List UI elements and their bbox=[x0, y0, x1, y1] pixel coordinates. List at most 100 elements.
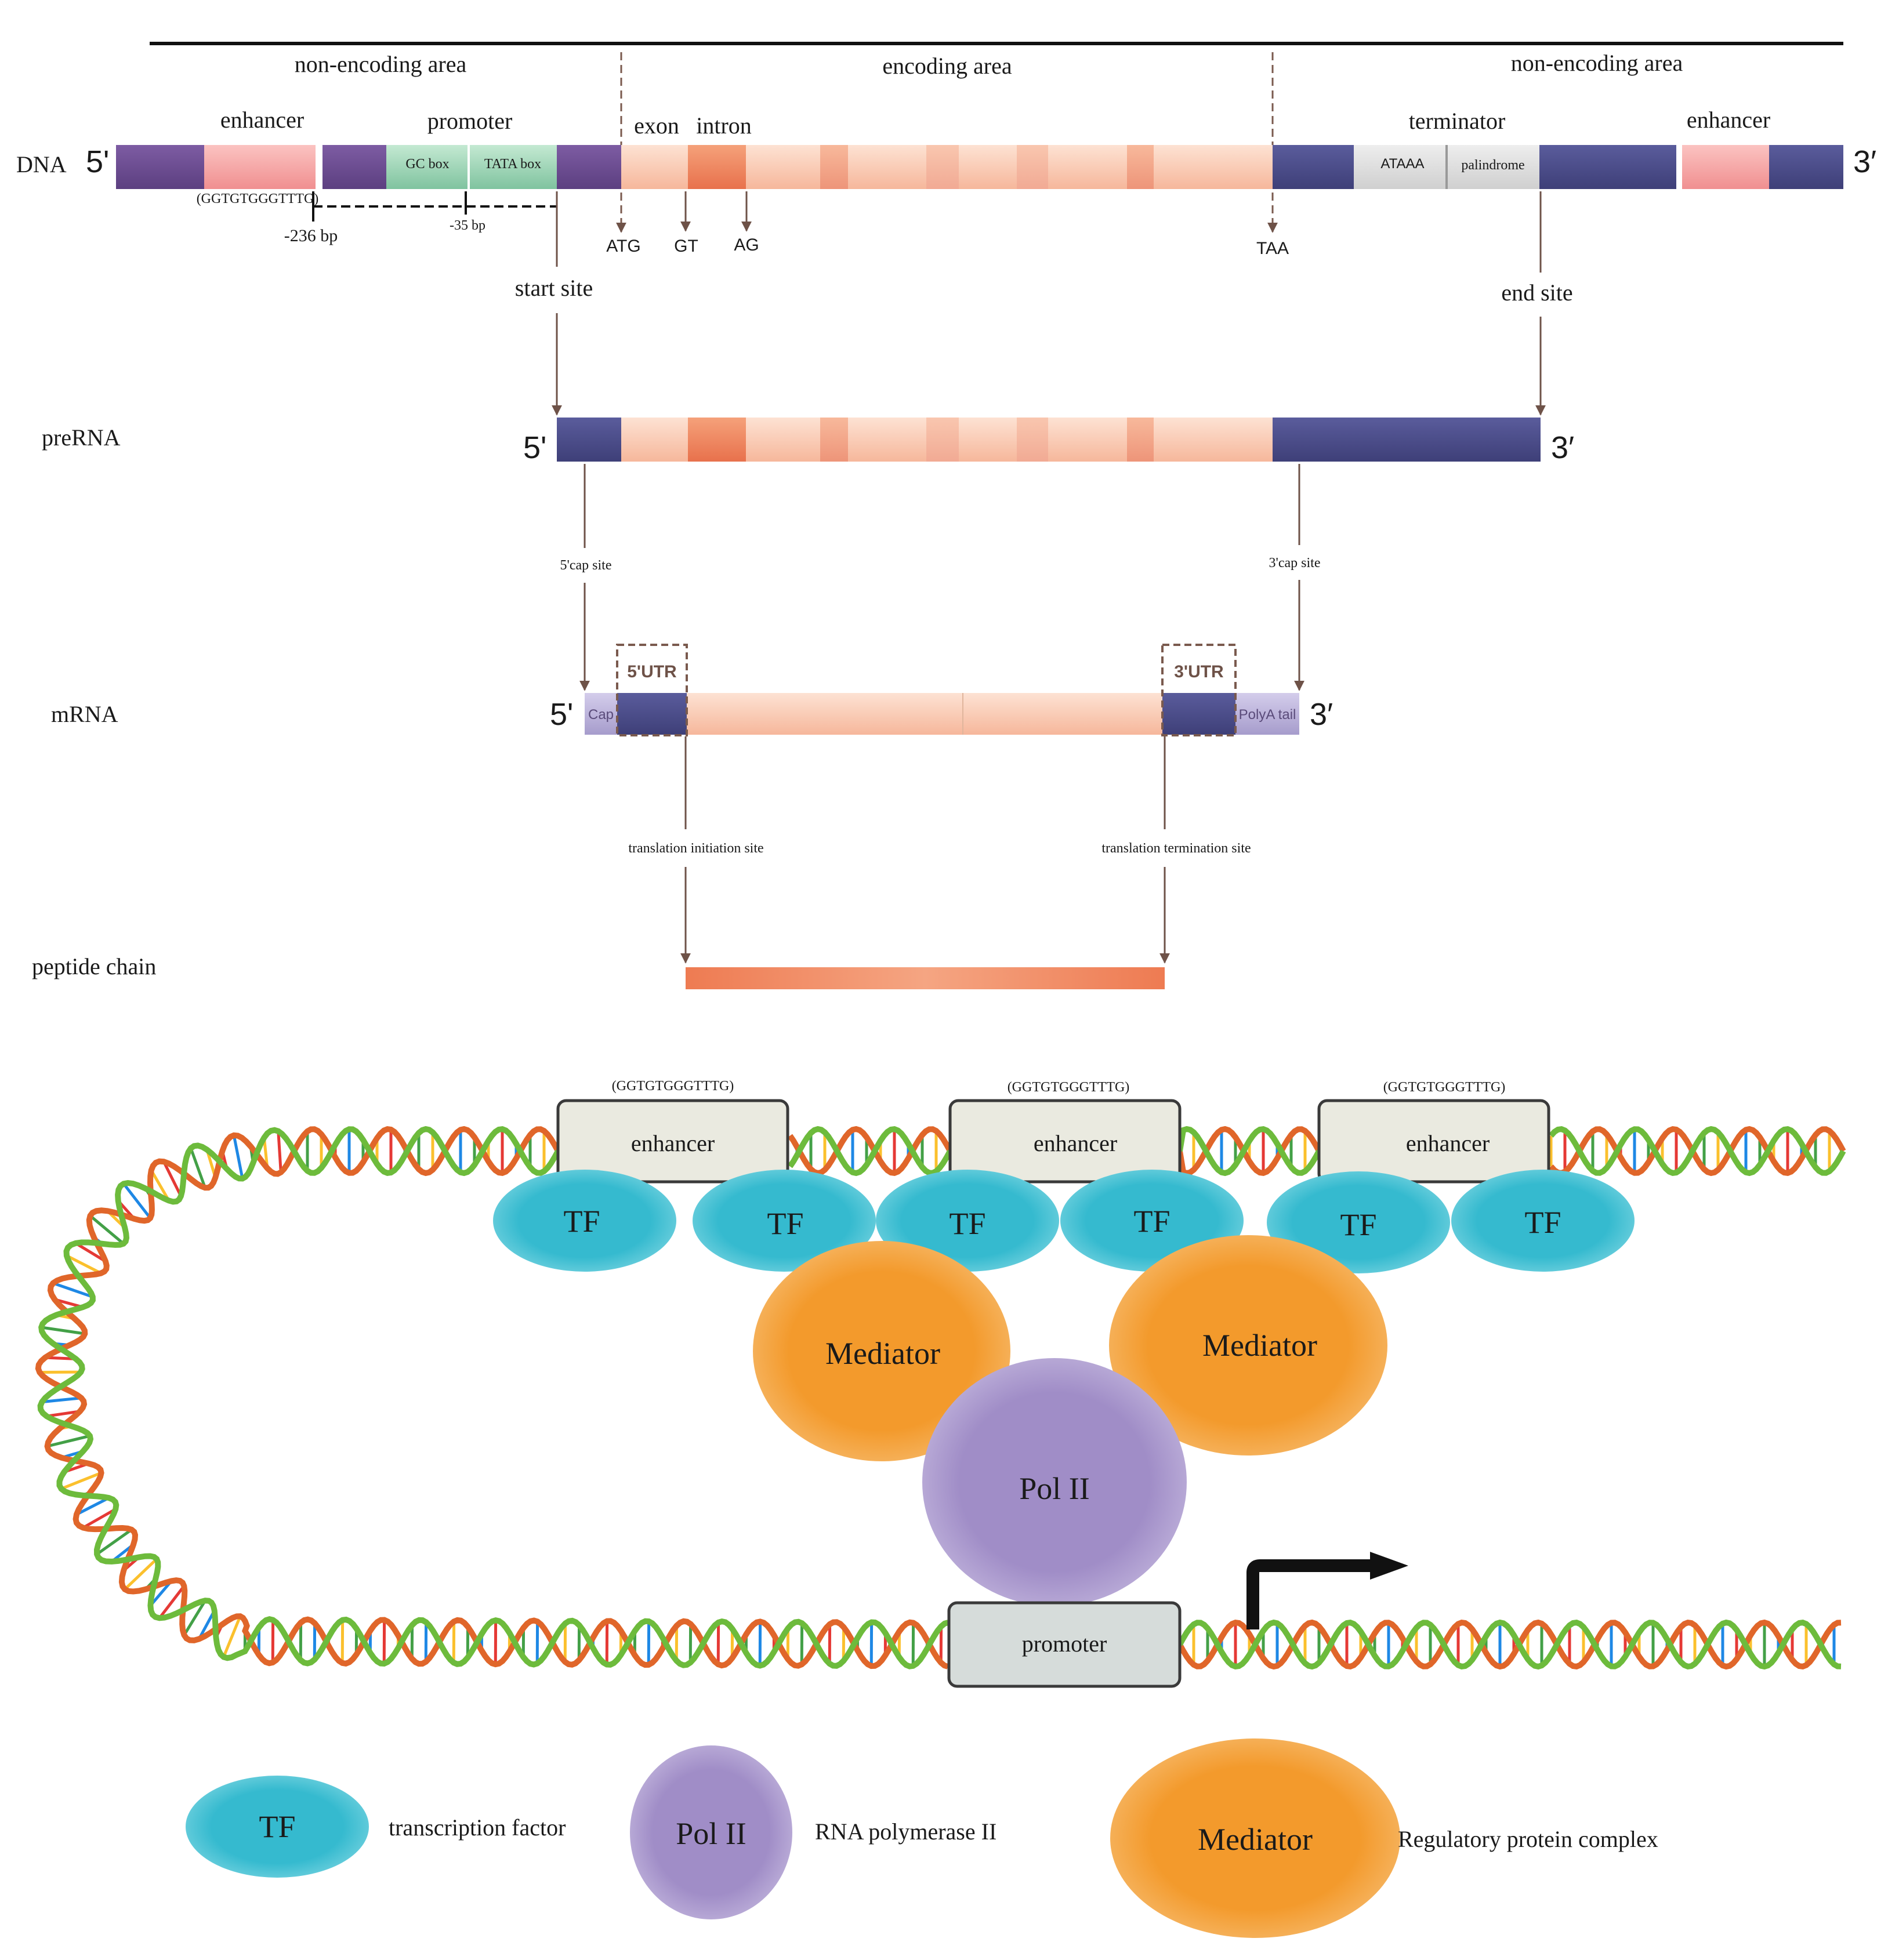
helix-backbone bbox=[787, 1126, 953, 1177]
legend-pol-desc: RNA polymerase II bbox=[815, 1819, 996, 1845]
helix-base-pair bbox=[198, 1610, 216, 1640]
helix-backbone bbox=[1177, 1126, 1322, 1177]
enhancer-box-label-3: enhancer bbox=[1406, 1130, 1490, 1156]
dna-row-label: DNA bbox=[16, 151, 67, 177]
atg-label: ATG bbox=[606, 237, 640, 256]
helix-backbone bbox=[1177, 1126, 1322, 1177]
gt-label: GT bbox=[674, 237, 698, 256]
helix-backbone bbox=[1549, 1126, 1846, 1177]
prerna-strand bbox=[557, 418, 1541, 462]
helix-backbone bbox=[37, 1126, 950, 1669]
tf-2 bbox=[693, 1170, 876, 1272]
dna-five-prime: 5' bbox=[86, 144, 109, 179]
bp-236-label: -236 bp bbox=[284, 226, 338, 245]
mediator-label-left: Mediator bbox=[825, 1336, 940, 1371]
utr3-box bbox=[1161, 644, 1237, 736]
helix-base-pair bbox=[149, 1580, 173, 1607]
mediator-left bbox=[753, 1241, 1010, 1461]
legend-pol-symbol: Pol II bbox=[676, 1816, 746, 1851]
helix-backbone bbox=[1549, 1126, 1846, 1177]
tf-label-3: TF bbox=[949, 1206, 985, 1241]
mrna-three-prime: 3′ bbox=[1310, 697, 1333, 732]
ag-label: AG bbox=[734, 235, 759, 255]
enhancer-sequence-label: (GGTGTGGGTTTG) bbox=[197, 191, 319, 206]
tata-box-label: TATA box bbox=[484, 157, 541, 172]
helix-backbone bbox=[1177, 1619, 1842, 1670]
legend-tf-icon bbox=[186, 1776, 369, 1878]
tf-label-5: TF bbox=[1340, 1207, 1376, 1242]
exon-label: exon bbox=[634, 112, 679, 139]
legend-tf-symbol: TF bbox=[259, 1809, 295, 1844]
transcription-start-arrow bbox=[1246, 1559, 1375, 1629]
region-label-right: non-encoding area bbox=[1511, 50, 1683, 76]
mediator-label-right: Mediator bbox=[1202, 1328, 1317, 1363]
helix-base-pair bbox=[52, 1282, 93, 1298]
cap3-label: 3'cap site bbox=[1269, 556, 1321, 571]
helix-base-pair bbox=[162, 1161, 183, 1197]
tf-label-2: TF bbox=[767, 1206, 803, 1241]
promoter-box bbox=[947, 1601, 1182, 1688]
helix-base-pair bbox=[46, 1410, 81, 1418]
helix-base-pair bbox=[189, 1148, 206, 1189]
legend-med-icon bbox=[1110, 1738, 1400, 1938]
enhancer-seq-label-3: (GGTGTGGGTTTG) bbox=[1383, 1080, 1506, 1095]
mediator-right bbox=[1109, 1235, 1387, 1456]
intron-label: intron bbox=[696, 112, 752, 139]
terminator-label: terminator bbox=[1409, 108, 1506, 134]
utr3-label: 3'UTR bbox=[1174, 662, 1224, 681]
peptide-bar bbox=[686, 967, 1165, 989]
helix-base-pair bbox=[75, 1242, 107, 1263]
mrna-strand bbox=[585, 693, 1299, 735]
enhancer-right-label: enhancer bbox=[1687, 107, 1770, 133]
helix-base-pair bbox=[122, 1182, 151, 1219]
mrna-row-label: mRNA bbox=[51, 701, 118, 727]
cap-label: Cap bbox=[588, 707, 614, 723]
helix-backbone bbox=[35, 1126, 949, 1669]
helix-base-pair bbox=[42, 1396, 82, 1404]
enhancer-left-label: enhancer bbox=[220, 107, 304, 133]
helix-base-pair bbox=[183, 1599, 206, 1636]
helix-base-pair bbox=[96, 1528, 133, 1556]
helix-backbone bbox=[787, 1126, 953, 1177]
dna-helix bbox=[35, 1126, 1846, 1670]
enhancer-box-3 bbox=[1317, 1099, 1550, 1184]
mrna-five-prime: 5' bbox=[550, 697, 573, 732]
tf-label-1: TF bbox=[563, 1204, 600, 1239]
init-label: translation initiation site bbox=[628, 841, 763, 856]
helix-base-pair bbox=[66, 1254, 102, 1275]
enhancer-box-label-2: enhancer bbox=[1034, 1130, 1117, 1156]
tf-1 bbox=[493, 1170, 676, 1272]
tf-label-6: TF bbox=[1524, 1205, 1561, 1240]
tf-6 bbox=[1451, 1170, 1635, 1272]
helix-base-pair bbox=[75, 1496, 110, 1516]
legend-med-symbol: Mediator bbox=[1198, 1822, 1313, 1857]
pol2-body bbox=[922, 1358, 1187, 1606]
legend-pol-icon bbox=[630, 1745, 792, 1919]
dna-strand bbox=[116, 145, 1843, 189]
legend-tf-desc: transcription factor bbox=[389, 1814, 566, 1841]
legend-med-desc: Regulatory protein complex bbox=[1398, 1826, 1658, 1852]
peptide-row-label: peptide chain bbox=[32, 953, 156, 979]
enhancer-box-1 bbox=[556, 1099, 789, 1184]
helix-base-pair bbox=[277, 1131, 282, 1173]
prerna-row-label: preRNA bbox=[42, 424, 121, 451]
helix-base-pair bbox=[89, 1214, 125, 1245]
prerna-five-prime: 5' bbox=[523, 430, 546, 465]
transcription-arrowhead bbox=[1370, 1552, 1408, 1580]
enhancer-seq-label-1: (GGTGTGGGTTTG) bbox=[612, 1079, 734, 1094]
promoter-label: promoter bbox=[427, 108, 513, 134]
enhancer-seq-label-2: (GGTGTGGGTTTG) bbox=[1008, 1080, 1130, 1095]
helix-base-pair bbox=[82, 1508, 117, 1529]
helix-base-pair bbox=[150, 1169, 171, 1202]
region-label-left: non-encoding area bbox=[295, 51, 467, 77]
term-label: translation termination site bbox=[1101, 841, 1251, 856]
prerna-three-prime: 3′ bbox=[1551, 430, 1574, 465]
helix-base-pair bbox=[60, 1471, 102, 1490]
helix-base-pair bbox=[222, 1616, 242, 1658]
enhancer-box-2 bbox=[948, 1099, 1182, 1184]
helix-backbone bbox=[1177, 1619, 1842, 1670]
region-label-middle: encoding area bbox=[882, 53, 1012, 79]
pol2-label: Pol II bbox=[1019, 1471, 1090, 1506]
enhancer-box-label-1: enhancer bbox=[631, 1130, 715, 1156]
